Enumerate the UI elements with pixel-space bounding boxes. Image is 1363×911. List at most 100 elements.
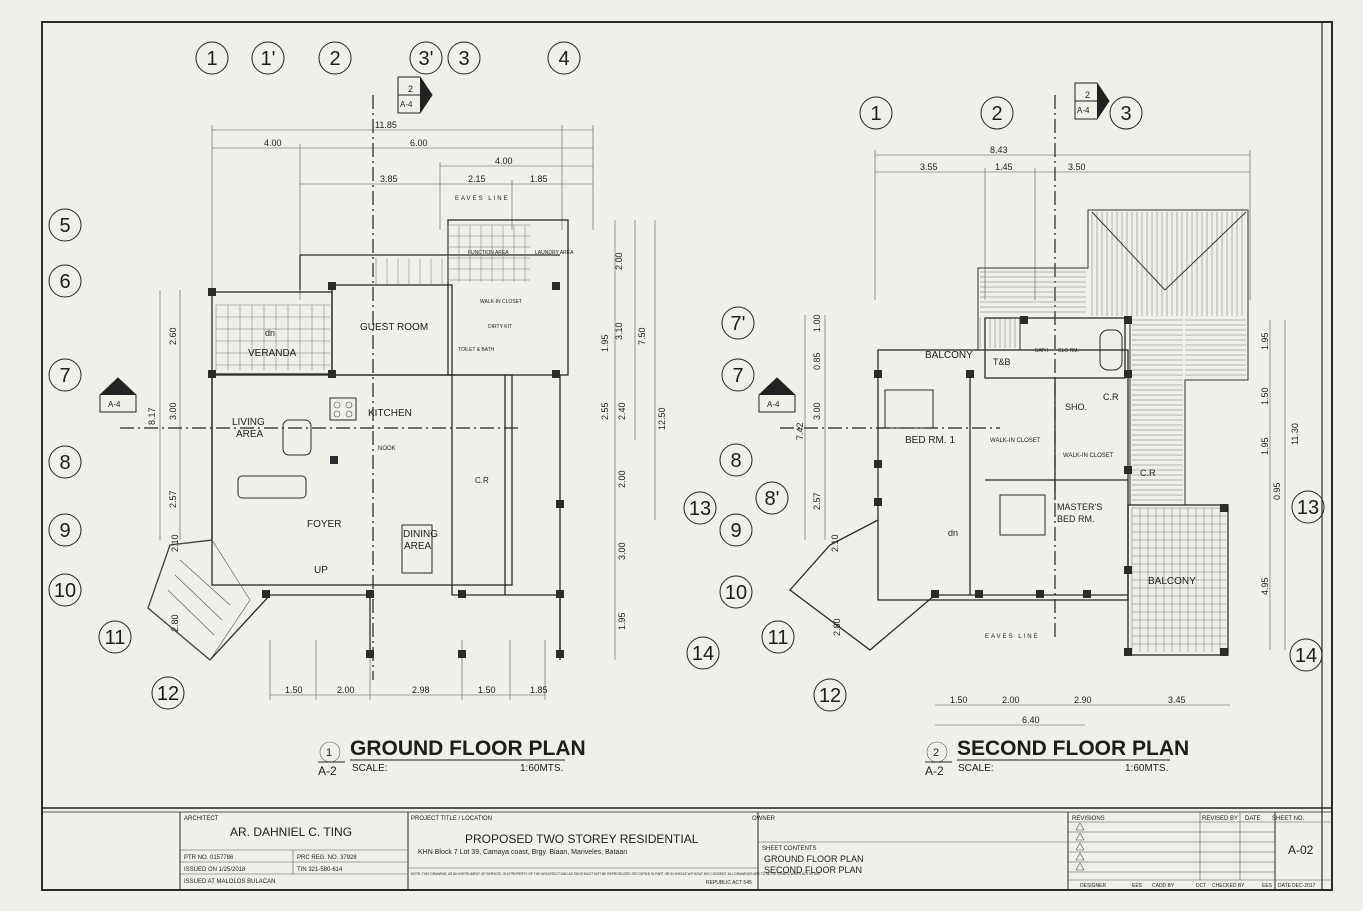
svg-text:A-4: A-4 <box>767 400 780 409</box>
gf-grid-left-bubble: 8 <box>48 445 82 479</box>
gf-sofa <box>237 475 307 499</box>
gf-dim-left: 8.17 <box>147 407 157 425</box>
svg-text:GROUND FLOOR PLAN: GROUND FLOOR PLAN <box>350 737 586 760</box>
sf-eaves-label: EAVES LINE <box>985 634 1040 640</box>
gf-room-label: C.R <box>475 476 489 485</box>
gf-grid-left-bubble: 9 <box>48 513 82 547</box>
grid-bubble-label: 3' <box>419 48 434 70</box>
gf-dim-bottom: 2.00 <box>337 685 355 695</box>
svg-text:CADD BY: CADD BY <box>1152 883 1175 889</box>
sf-grid-top-bubble: 3 <box>1109 96 1143 130</box>
sf-dim-bottom: 3.45 <box>1168 695 1186 705</box>
svg-text:DESIGNER: DESIGNER <box>1080 883 1107 889</box>
svg-text:PROJECT TITLE / LOCATION: PROJECT TITLE / LOCATION <box>411 816 492 822</box>
sf-room-label: SHO. <box>1065 402 1087 412</box>
gf-dining-table <box>401 524 433 574</box>
revision-triangle-icon <box>1075 862 1085 871</box>
revision-triangle-icon <box>1075 822 1085 831</box>
svg-text:A-4: A-4 <box>108 400 121 409</box>
svg-text:EES: EES <box>1262 883 1273 889</box>
svg-text:1: 1 <box>326 747 332 759</box>
gf-dim-top: 4.00 <box>264 138 282 148</box>
sf-dim-top: 8.43 <box>990 145 1008 155</box>
svg-text:2: 2 <box>408 84 413 94</box>
sf-dim-right: 1.50 <box>1260 387 1270 405</box>
grid-bubble-label: 3 <box>458 48 469 70</box>
gf-room-label: DIRTY KIT <box>488 324 512 330</box>
sf-room-label-line2: BED RM. <box>1057 514 1095 524</box>
sf-room-label: MASTER'S <box>1057 502 1102 512</box>
svg-text:SECOND FLOOR PLAN: SECOND FLOOR PLAN <box>764 865 862 875</box>
gf-veranda-tiles <box>215 304 330 370</box>
grid-bubble-label: 10 <box>725 582 747 604</box>
grid-bubble-label: 11 <box>105 627 126 649</box>
grid-bubble-label: 5 <box>59 215 70 237</box>
svg-text:REVISED BY: REVISED BY <box>1202 816 1238 822</box>
gf-dim-bottom: 1.50 <box>285 685 303 695</box>
gf-room-label: dn <box>265 328 275 338</box>
gf-dim-bottom: 1.85 <box>530 685 548 695</box>
svg-text:SCALE:: SCALE: <box>352 763 388 774</box>
gf-grid-top-bubble: 3 <box>447 41 481 75</box>
sf-dim-top: 3.55 <box>920 162 938 172</box>
gf-dim-right: 1.95 <box>617 612 627 630</box>
grid-bubble-label: 8' <box>765 488 780 510</box>
svg-text:NOTE: THIS DRAWING, AS AN INST: NOTE: THIS DRAWING, AS AN INSTRUMENT OF … <box>411 872 822 876</box>
sf-room-label: BALCONY <box>925 350 973 361</box>
sf-room-label: C.R <box>1140 468 1156 478</box>
gf-dim-left: 3.00 <box>168 402 178 420</box>
sf-grid-top-bubble: 2 <box>980 96 1014 130</box>
gf-dim-left: 2.10 <box>170 534 180 552</box>
gf-function-tiles <box>375 224 530 284</box>
gf-dim-top: 4.00 <box>495 156 513 166</box>
revision-triangle-icon <box>1075 842 1085 851</box>
grid-bubble-label: 1' <box>261 48 276 70</box>
sf-dim-left: 2.57 <box>812 492 822 510</box>
gf-room-label-line2: AREA <box>404 541 432 552</box>
gf-room-label: FUNCTION AREA <box>468 250 509 256</box>
sf-dim-top: 3.50 <box>1068 162 1086 172</box>
sf-section-tag-top: 2 A-4 <box>1074 82 1110 120</box>
svg-text:A-4: A-4 <box>400 100 413 109</box>
svg-text:SCALE:: SCALE: <box>958 763 994 774</box>
gf-dim-right: 2.00 <box>617 470 627 488</box>
grid-bubble-label: 2 <box>329 48 340 70</box>
grid-bubble-label: 6 <box>59 271 70 293</box>
sf-roof-hatch <box>977 209 1249 506</box>
sf-dim-left: 1.00 <box>812 314 822 332</box>
gf-dim-right: 3.00 <box>617 542 627 560</box>
grid-bubble-label: 8 <box>730 450 741 472</box>
gf-dim-right: 12.50 <box>657 407 667 430</box>
gf-room-label: GUEST ROOM <box>360 322 428 333</box>
gf-room-label: WALK-IN CLOSET <box>480 299 522 305</box>
sf-grid-left-bubble: 8 <box>719 443 753 477</box>
grid-bubble-label: 1 <box>870 103 881 125</box>
sf-title-block: 2 A-2 SECOND FLOOR PLAN SCALE: 1:60MTS. <box>925 737 1189 778</box>
sf-dim-bottom: 2.00 <box>1002 695 1020 705</box>
gf-dim-top: 1.85 <box>530 174 548 184</box>
svg-text:SHEET CONTENTS: SHEET CONTENTS <box>762 846 817 852</box>
gf-eaves-label: EAVES LINE <box>455 196 510 202</box>
sf-dim-top: 1.45 <box>995 162 1013 172</box>
grid-bubble-label: 4 <box>558 48 569 70</box>
gf-grid-left-bubble: 5 <box>48 208 82 242</box>
grid-bubble-label: 13 <box>689 498 711 520</box>
sf-room-label: dn <box>948 528 958 538</box>
gf-grid-left-bubble: 6 <box>48 264 82 298</box>
sf-bed-master <box>999 494 1046 536</box>
sf-grid-left-bubble: 12 <box>813 678 847 712</box>
sf-room-label: WALK-IN CLOSET <box>990 438 1041 444</box>
gf-section-tag-top: 2 A-4 <box>397 76 433 114</box>
gf-room-label: LAUNDRY AREA <box>535 250 574 256</box>
sf-room-label: T&B <box>993 357 1011 367</box>
title-block: ARCHITECT AR. DAHNIEL C. TING PTR NO. 01… <box>42 807 1332 890</box>
sf-dim-bottom: 1.50 <box>950 695 968 705</box>
gf-grid-top-bubble: 2 <box>318 41 352 75</box>
gf-dim-top: 11.85 <box>375 120 397 130</box>
sf-room-label: C.R <box>1103 392 1119 402</box>
svg-text:A-2: A-2 <box>318 764 337 778</box>
